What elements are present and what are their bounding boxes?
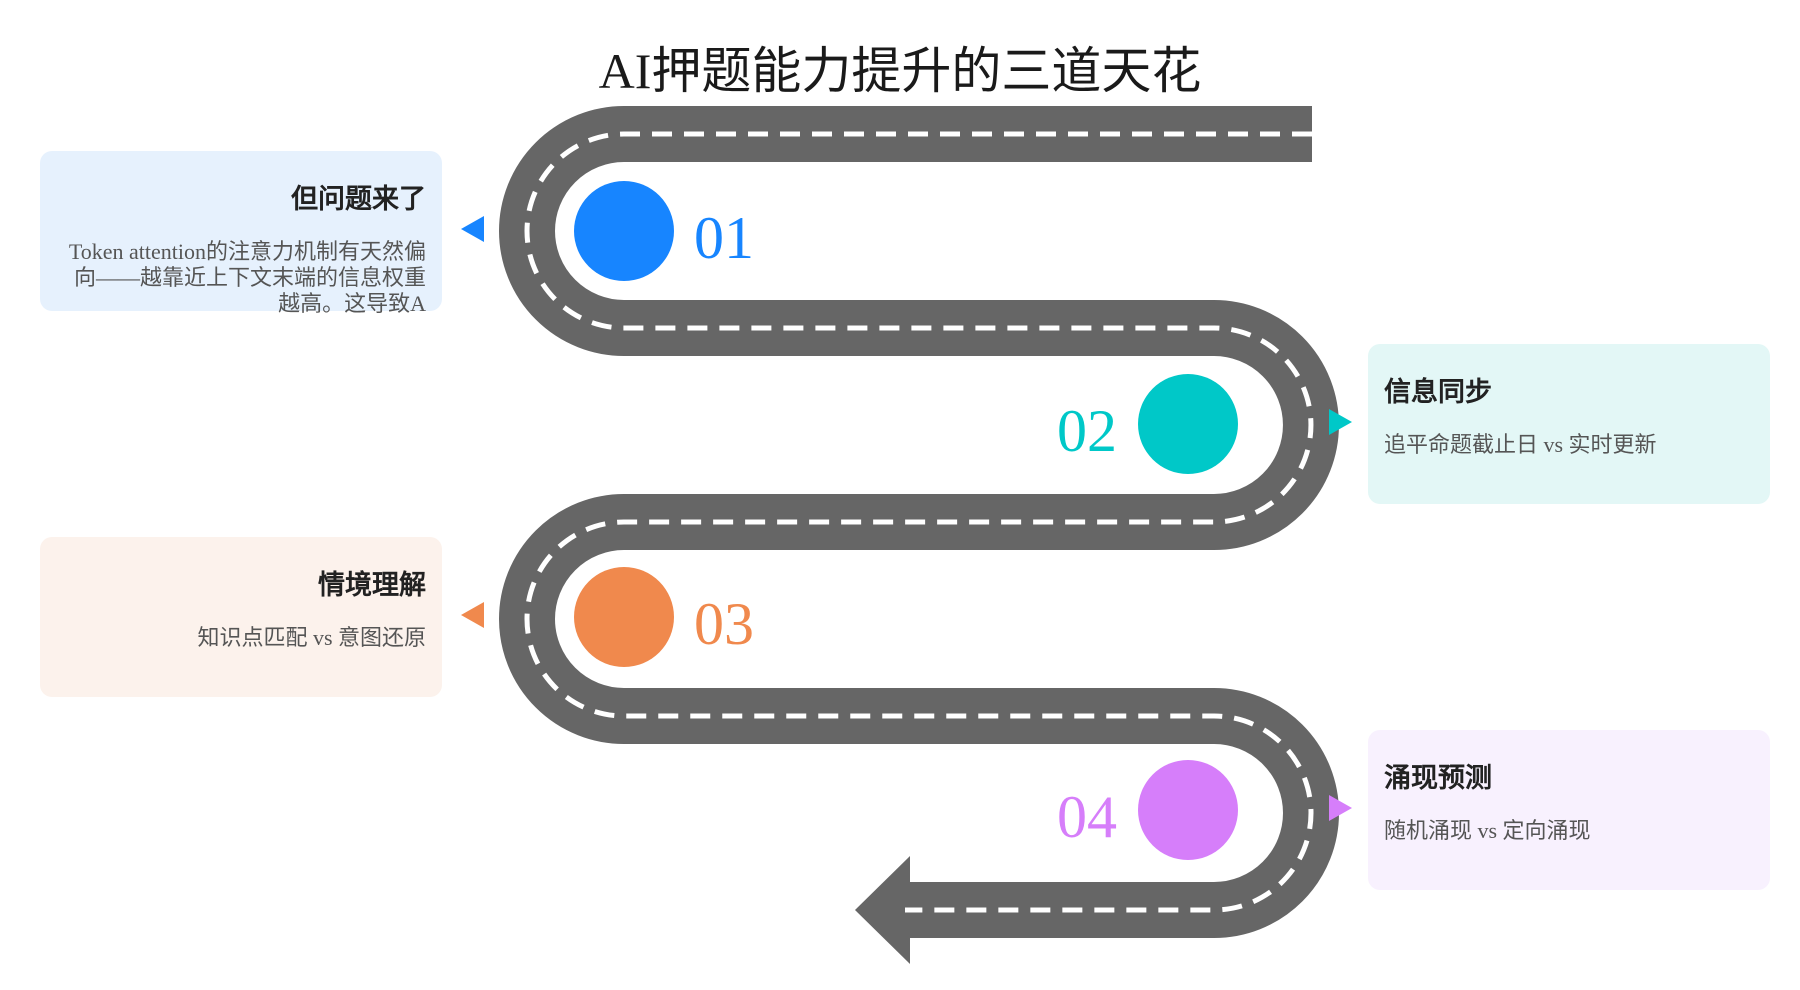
step-03-description: 知识点匹配 vs 意图还原 xyxy=(197,624,426,650)
step-01-pointer-icon xyxy=(461,216,484,242)
step-04-title: 涌现预测 xyxy=(1384,763,1492,794)
road-center-dashes xyxy=(524,131,1314,913)
step-01-marker: 01 xyxy=(461,181,754,281)
step-03-title: 情境理解 xyxy=(318,570,426,601)
page-title: AI押题能力提升的三道天花 xyxy=(599,43,1202,99)
step-03-marker: 03 xyxy=(461,567,754,667)
step-01-number: 01 xyxy=(694,205,754,271)
step-04-number: 04 xyxy=(1057,784,1117,850)
step-02-circle xyxy=(1138,374,1238,474)
step-03-card: 情境理解 知识点匹配 vs 意图还原 xyxy=(40,537,442,697)
step-01-title: 但问题来了 xyxy=(291,184,426,215)
step-02-card: 信息同步 追平命题截止日 vs 实时更新 xyxy=(1368,344,1770,504)
step-01-circle xyxy=(574,181,674,281)
step-02-marker: 02 xyxy=(1057,374,1352,474)
winding-road xyxy=(499,106,1339,964)
step-04-description: 随机涌现 vs 定向涌现 xyxy=(1384,817,1591,843)
step-03-circle xyxy=(574,567,674,667)
step-02-pointer-icon xyxy=(1329,409,1352,435)
step-01-description: Token attention的注意力机制有天然偏向——越靠近上下文末端的信息权… xyxy=(68,238,426,316)
step-04-marker: 04 xyxy=(1057,760,1352,860)
road-arrowhead xyxy=(855,856,910,964)
step-03-number: 03 xyxy=(694,591,754,657)
step-03-pointer-icon xyxy=(461,602,484,628)
step-02-description: 追平命题截止日 vs 实时更新 xyxy=(1384,431,1657,457)
step-01-card: 但问题来了 Token attention的注意力机制有天然偏向——越靠近上下文… xyxy=(40,151,442,316)
step-04-card: 涌现预测 随机涌现 vs 定向涌现 xyxy=(1368,730,1770,890)
step-04-pointer-icon xyxy=(1329,795,1352,821)
step-02-title: 信息同步 xyxy=(1384,377,1492,408)
step-04-circle xyxy=(1138,760,1238,860)
step-02-number: 02 xyxy=(1057,398,1117,464)
